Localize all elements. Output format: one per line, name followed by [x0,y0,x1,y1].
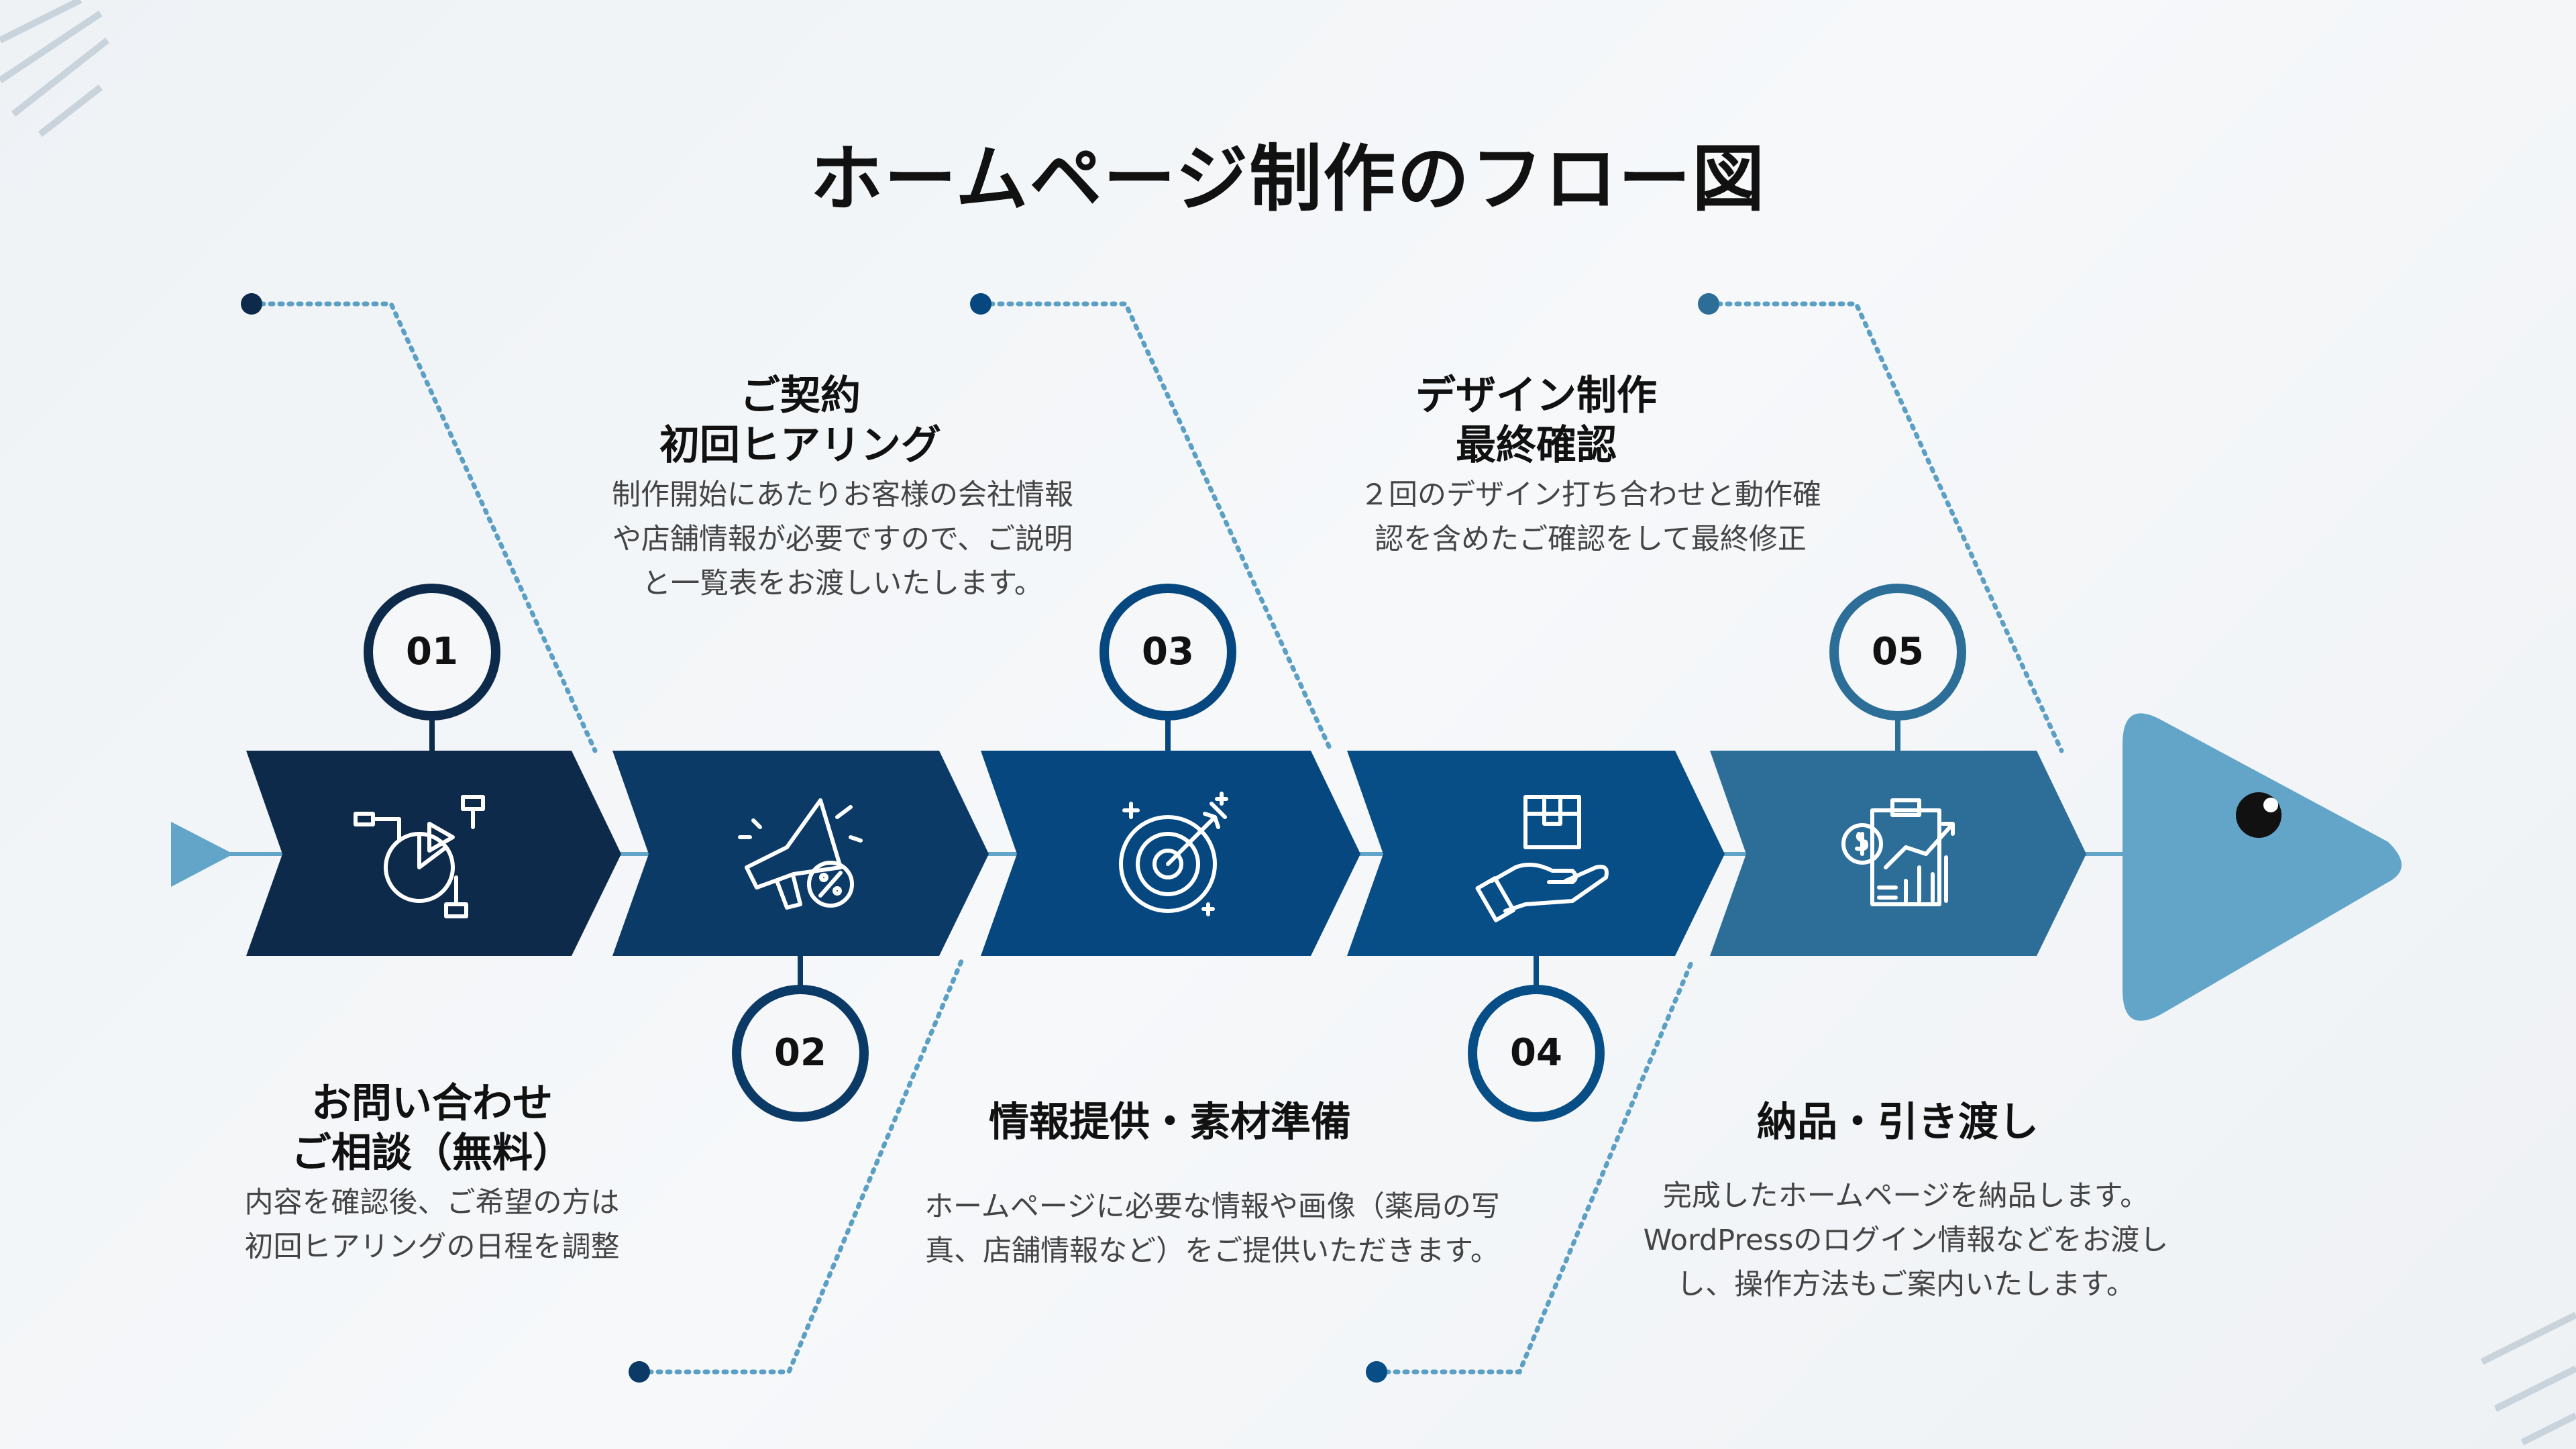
step-circle-4 [1468,985,1605,1122]
leader-dot [1698,293,1719,315]
leader-dot [629,1361,650,1383]
step-number-3: 03 [1142,630,1194,674]
leader-line-5 [1706,301,2064,753]
step-number-5: 05 [1872,630,1924,674]
step-circle-1 [364,584,500,720]
decorative-scribble [2480,1311,2576,1446]
leader-dot [241,293,262,315]
decorative-scribble [0,0,110,137]
step-1-text: お問い合わせ ご相談（無料） 内容を確認後、ご希望の方は 初回ヒアリングの日程を… [97,1079,767,1269]
page-title: ホームページ制作のフロー図 [810,138,1766,221]
step-description: 真、店舗情報など）をご提供いただきます。 [925,1234,1499,1268]
pie-chart-icon [354,795,485,918]
step-heading: お問い合わせ [311,1080,553,1127]
report-chart-icon [1841,798,1955,906]
step-description-group: 完成したホームページを納品します。 WordPressのログイン情報などをお渡し… [1578,1174,2233,1307]
chevron-step-1 [246,751,621,956]
step-3-text: 情報提供・素材準備 ホームページに必要な情報や画像（薬局の写 真、店舗情報など）… [835,1097,1505,1273]
arrow-head [2123,713,2402,1021]
step-description: ホームページに必要な情報や画像（薬局の写 [924,1190,1500,1224]
leader-dot [970,293,991,315]
step-5-text: 納品・引き渡し 完成したホームページを納品します。 WordPressのログイン… [1562,1097,2233,1307]
step-description: 初回ヒアリングの日程を調整 [244,1230,620,1264]
step-description: し、操作方法もご案内いたします。 [1676,1268,2135,1301]
step-heading: ご契約 [740,372,861,419]
leader-line-2 [637,959,964,1375]
step-description: や店舗情報が必要ですので、ご説明 [612,523,1073,556]
step-heading: 初回ヒアリング [659,422,941,469]
step-heading: 情報提供・素材準備 [989,1099,1351,1146]
step-heading: デザイン制作 [1415,372,1657,419]
step-number-2: 02 [774,1031,826,1075]
step-description: 内容を確認後、ご希望の方は [244,1186,620,1220]
step-description: ２回のデザイン打ち合わせと動作確 [1360,478,1821,512]
step-heading: 納品・引き渡し [1757,1099,2039,1146]
step-circle-2 [732,985,869,1122]
step-description: 完成したホームページを納品します。 [1662,1179,2149,1213]
step-number-1: 01 [406,630,458,674]
step-heading: ご相談（無料） [291,1130,573,1177]
chevron-step-4 [1347,751,1725,956]
step-description-group: ホームページに必要な情報や画像（薬局の写 真、店舗情報など）をご提供いただきます… [919,1185,1505,1273]
step-description-group: ２回のデザイン打ち合わせと動作確 認を含めたご確認をして最終修正 [1309,473,1872,561]
step-2-text: ご契約 初回ヒアリング 制作開始にあたりお客様の会社情報 や店舗情報が必要ですの… [465,371,1136,606]
chevron-step-2 [612,751,989,956]
hand-box-icon [1475,795,1609,922]
leader-line-4 [1374,959,1695,1375]
step-4-text: デザイン制作 最終確認 ２回のデザイン打ち合わせと動作確 認を含めたご確認をして… [1201,371,1872,561]
step-circle-3 [1099,584,1236,720]
step-heading: 最終確認 [1456,422,1617,469]
step-description-group: 制作開始にあたりお客様の会社情報 や店舗情報が必要ですので、ご説明 と一覧表をお… [549,473,1136,606]
leader-line-3 [978,301,1334,753]
chevron-step-3 [981,751,1360,956]
target-icon [1119,792,1228,916]
megaphone-percent-icon [738,798,863,910]
step-number-4: 04 [1510,1031,1562,1075]
step-description: WordPressのログイン情報などをお渡し [1643,1224,2169,1257]
step-description: 制作開始にあたりお客様の会社情報 [612,478,1073,512]
step-description: 認を含めたご確認をして最終修正 [1375,523,1807,556]
step-description: と一覧表をお渡しいたします。 [642,567,1043,600]
step-circle-5 [1829,584,1966,720]
leader-line-1 [249,301,598,753]
start-triangle [171,822,233,887]
leader-dot [1366,1361,1387,1383]
